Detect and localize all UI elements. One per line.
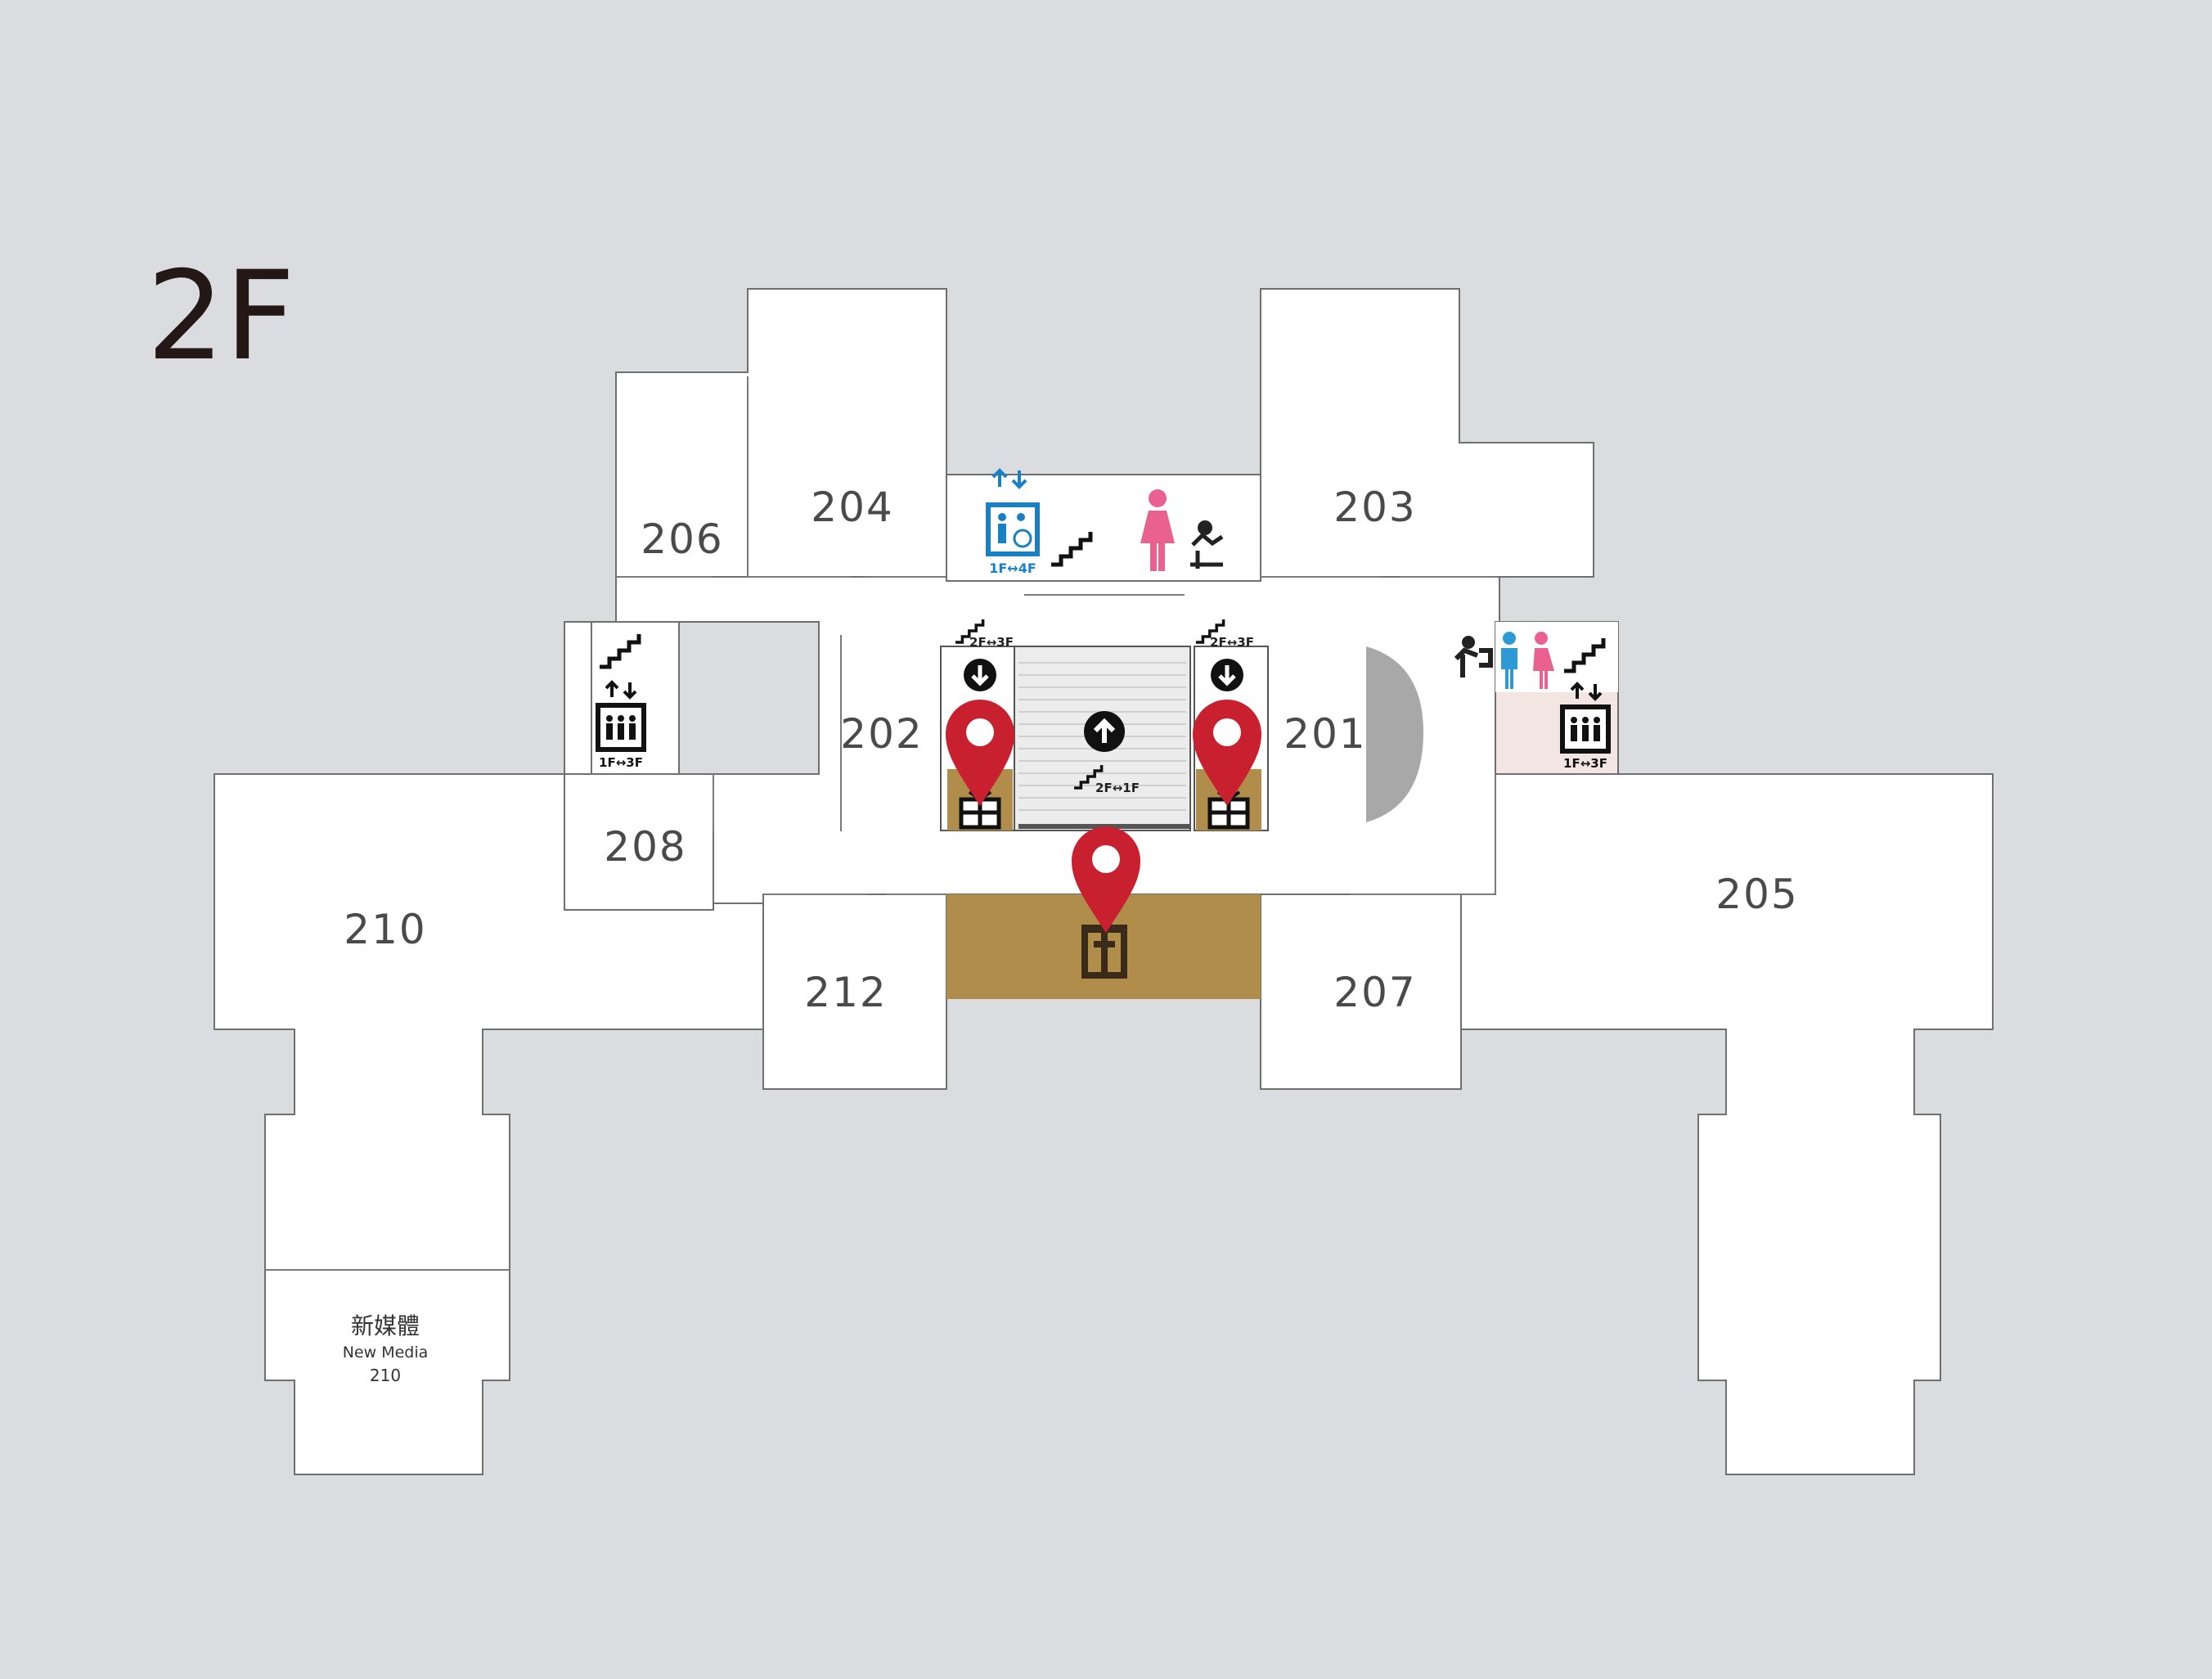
escalator-down-icon: [964, 659, 996, 691]
room-212-area[interactable]: [762, 894, 947, 1090]
room-203-area[interactable]: [1260, 288, 1594, 578]
new-media-num: 210: [370, 1366, 401, 1385]
room-206-label: 206: [641, 515, 723, 563]
room-201-label: 201: [1284, 710, 1366, 758]
escalator-right-label: 2F↔3F: [1210, 635, 1254, 650]
elevator-icon[interactable]: 1F↔3F: [1560, 682, 1611, 771]
mens-restroom-icon[interactable]: [1501, 632, 1517, 689]
info-kiosk-icon: [1081, 925, 1127, 979]
escalator-left-label: 2F↔3F: [969, 635, 1014, 650]
escalator-up-icon: [1084, 711, 1125, 752]
new-media-zh: 新媒體: [351, 1312, 420, 1339]
room-212-label: 212: [804, 969, 887, 1016]
west-elevator-label: 1F↔3F: [599, 755, 643, 770]
room-202-label: 202: [840, 710, 923, 758]
accessible-elevator-icon[interactable]: 1F↔4F: [986, 468, 1040, 576]
escalator-down-icon: [1211, 659, 1243, 691]
room-208-area[interactable]: [564, 773, 714, 911]
curved-feature: [1366, 646, 1423, 822]
escalator-center-label: 2F↔1F: [1095, 781, 1140, 795]
stairs-icon: [1564, 638, 1606, 673]
floor-title: 2F: [146, 245, 295, 388]
gift-icon: [1207, 790, 1250, 830]
room-208-label: 208: [604, 823, 686, 871]
stairs-icon: [1051, 532, 1093, 567]
room-204-label: 204: [811, 484, 893, 531]
room-205-area[interactable]: [1460, 773, 1994, 1475]
drinking-fountain-icon: [1454, 636, 1493, 677]
room-210-label: 210: [344, 906, 426, 953]
womens-restroom-icon[interactable]: [1140, 489, 1175, 571]
elevator-icon[interactable]: 1F↔3F: [596, 680, 646, 770]
floor-plate: [214, 288, 1994, 1475]
stairs-icon: [600, 634, 641, 669]
room-207-area[interactable]: [1260, 894, 1462, 1090]
east-elevator-label: 1F↔3F: [1563, 756, 1607, 771]
room-207-label: 207: [1333, 969, 1416, 1016]
baby-changing-icon: [1190, 520, 1224, 569]
new-media-en: New Media: [343, 1344, 429, 1362]
womens-restroom-icon[interactable]: [1533, 632, 1554, 689]
escalator-right[interactable]: 2F↔3F: [1196, 619, 1254, 691]
escalator-center[interactable]: 2F↔1F: [1074, 711, 1140, 795]
interior-walls: [265, 376, 1497, 1271]
escalator-left[interactable]: 2F↔3F: [955, 619, 1014, 691]
room-205-label: 205: [1715, 871, 1798, 918]
accessible-elevator-label: 1F↔4F: [989, 560, 1036, 576]
room-203-label: 203: [1333, 484, 1416, 531]
